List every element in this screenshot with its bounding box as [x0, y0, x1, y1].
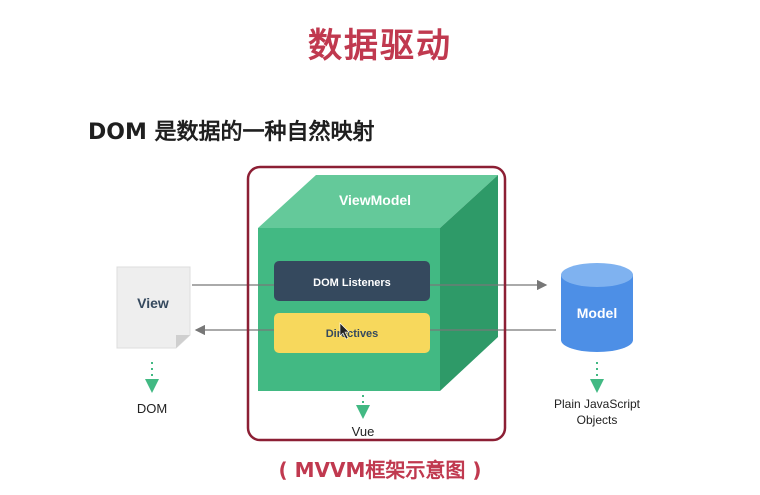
highlight-frame [246, 165, 507, 442]
directives-box: Directives [274, 313, 430, 353]
cube-top-face [258, 175, 498, 228]
vue-label: Vue [352, 424, 375, 439]
model-cylinder: Model [561, 263, 633, 352]
viewmodel-cube: ViewModel [258, 175, 498, 391]
dom-label: DOM [137, 401, 167, 416]
view-label: View [137, 295, 169, 311]
plain-objects-label-line2: Objects [577, 413, 618, 427]
directives-label: Directives [326, 328, 379, 340]
mouse-cursor-icon [339, 322, 350, 340]
diagram-caption: ( MVVM框架示意图 ) [278, 458, 482, 482]
cube-side-face [440, 175, 498, 391]
view-document: View [116, 266, 191, 349]
page-title: 数据驱动 [308, 26, 452, 66]
viewmodel-label: ViewModel [339, 192, 411, 208]
model-label: Model [577, 305, 617, 321]
plain-objects-label-line1: Plain JavaScript [554, 397, 641, 411]
page-subtitle: DOM 是数据的一种自然映射 [88, 120, 375, 145]
cube-front-face [258, 228, 440, 391]
dom-listeners-label: DOM Listeners [313, 277, 391, 289]
dom-listeners-box: DOM Listeners [274, 261, 430, 301]
